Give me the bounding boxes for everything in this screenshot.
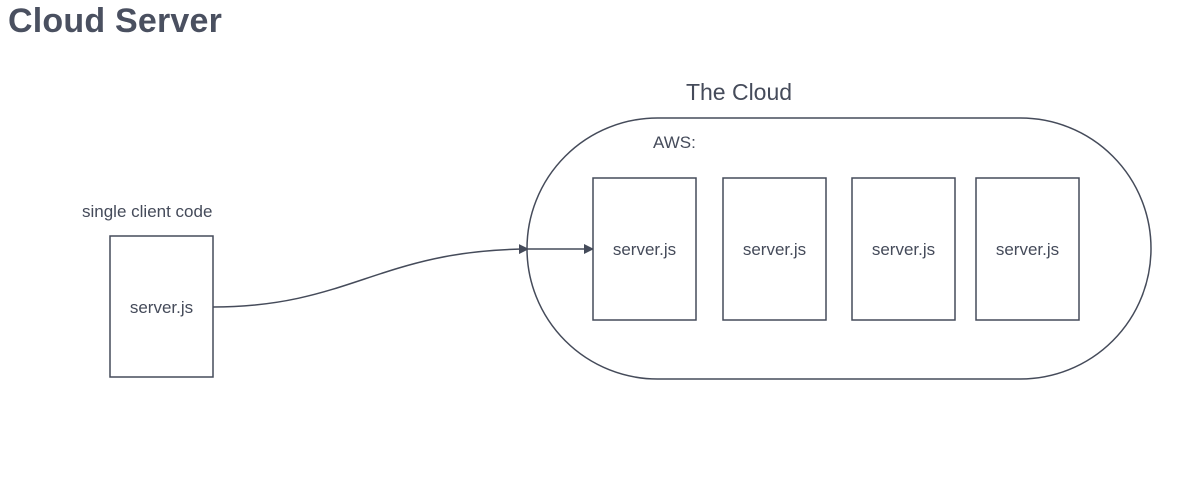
cloud-label: The Cloud [686, 79, 792, 105]
server-label: server.js [613, 240, 676, 259]
server-node: server.js [851, 177, 956, 321]
client-server-label: server.js [130, 298, 193, 317]
server-node: server.js [592, 177, 697, 321]
cloud-boundary [526, 117, 1152, 380]
server-label: server.js [996, 240, 1059, 259]
server-label: server.js [872, 240, 935, 259]
server-label: server.js [743, 240, 806, 259]
page-title: Cloud Server [8, 2, 223, 40]
client-server-box [109, 235, 214, 378]
provider-label: AWS: [653, 133, 696, 152]
client-to-cloud-connector [212, 244, 529, 308]
server-node: server.js [975, 177, 1080, 321]
server-node: server.js [722, 177, 827, 321]
client-label: single client code [82, 202, 212, 221]
